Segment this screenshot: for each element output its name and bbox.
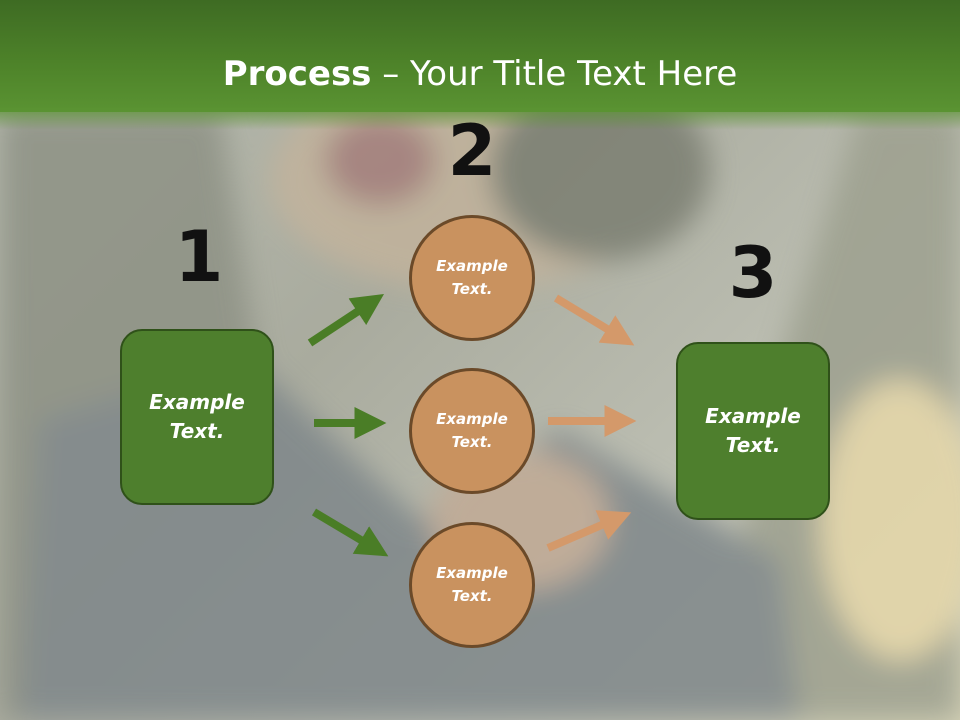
step-number-2: 2: [447, 110, 497, 192]
circle-top: Example Text.: [409, 215, 535, 341]
left-process-box: Example Text.: [120, 329, 274, 505]
header-bar: [0, 0, 960, 112]
arrow-bottom-to-right: [546, 510, 632, 552]
header-fade: [0, 108, 960, 130]
step-number-1: 1: [174, 216, 224, 298]
arrow-left-to-top: [307, 294, 385, 347]
right-process-box: Example Text.: [676, 342, 830, 520]
title-strong: Process: [222, 54, 372, 94]
circle-bottom: Example Text.: [409, 522, 535, 648]
arrow-left-to-bottom: [311, 508, 389, 557]
arrow-top-to-right: [553, 294, 635, 346]
slide-title: Process – Your Title Text Here: [0, 52, 960, 96]
circle-top-text: Example Text.: [436, 257, 508, 298]
circle-middle: Example Text.: [409, 368, 535, 494]
left-box-text: Example Text.: [149, 390, 245, 443]
circle-middle-text: Example Text.: [436, 410, 508, 451]
right-box-text: Example Text.: [705, 404, 801, 457]
circle-bottom-text: Example Text.: [436, 564, 508, 605]
title-rest: – Your Title Text Here: [371, 54, 738, 94]
step-number-3: 3: [728, 232, 778, 314]
